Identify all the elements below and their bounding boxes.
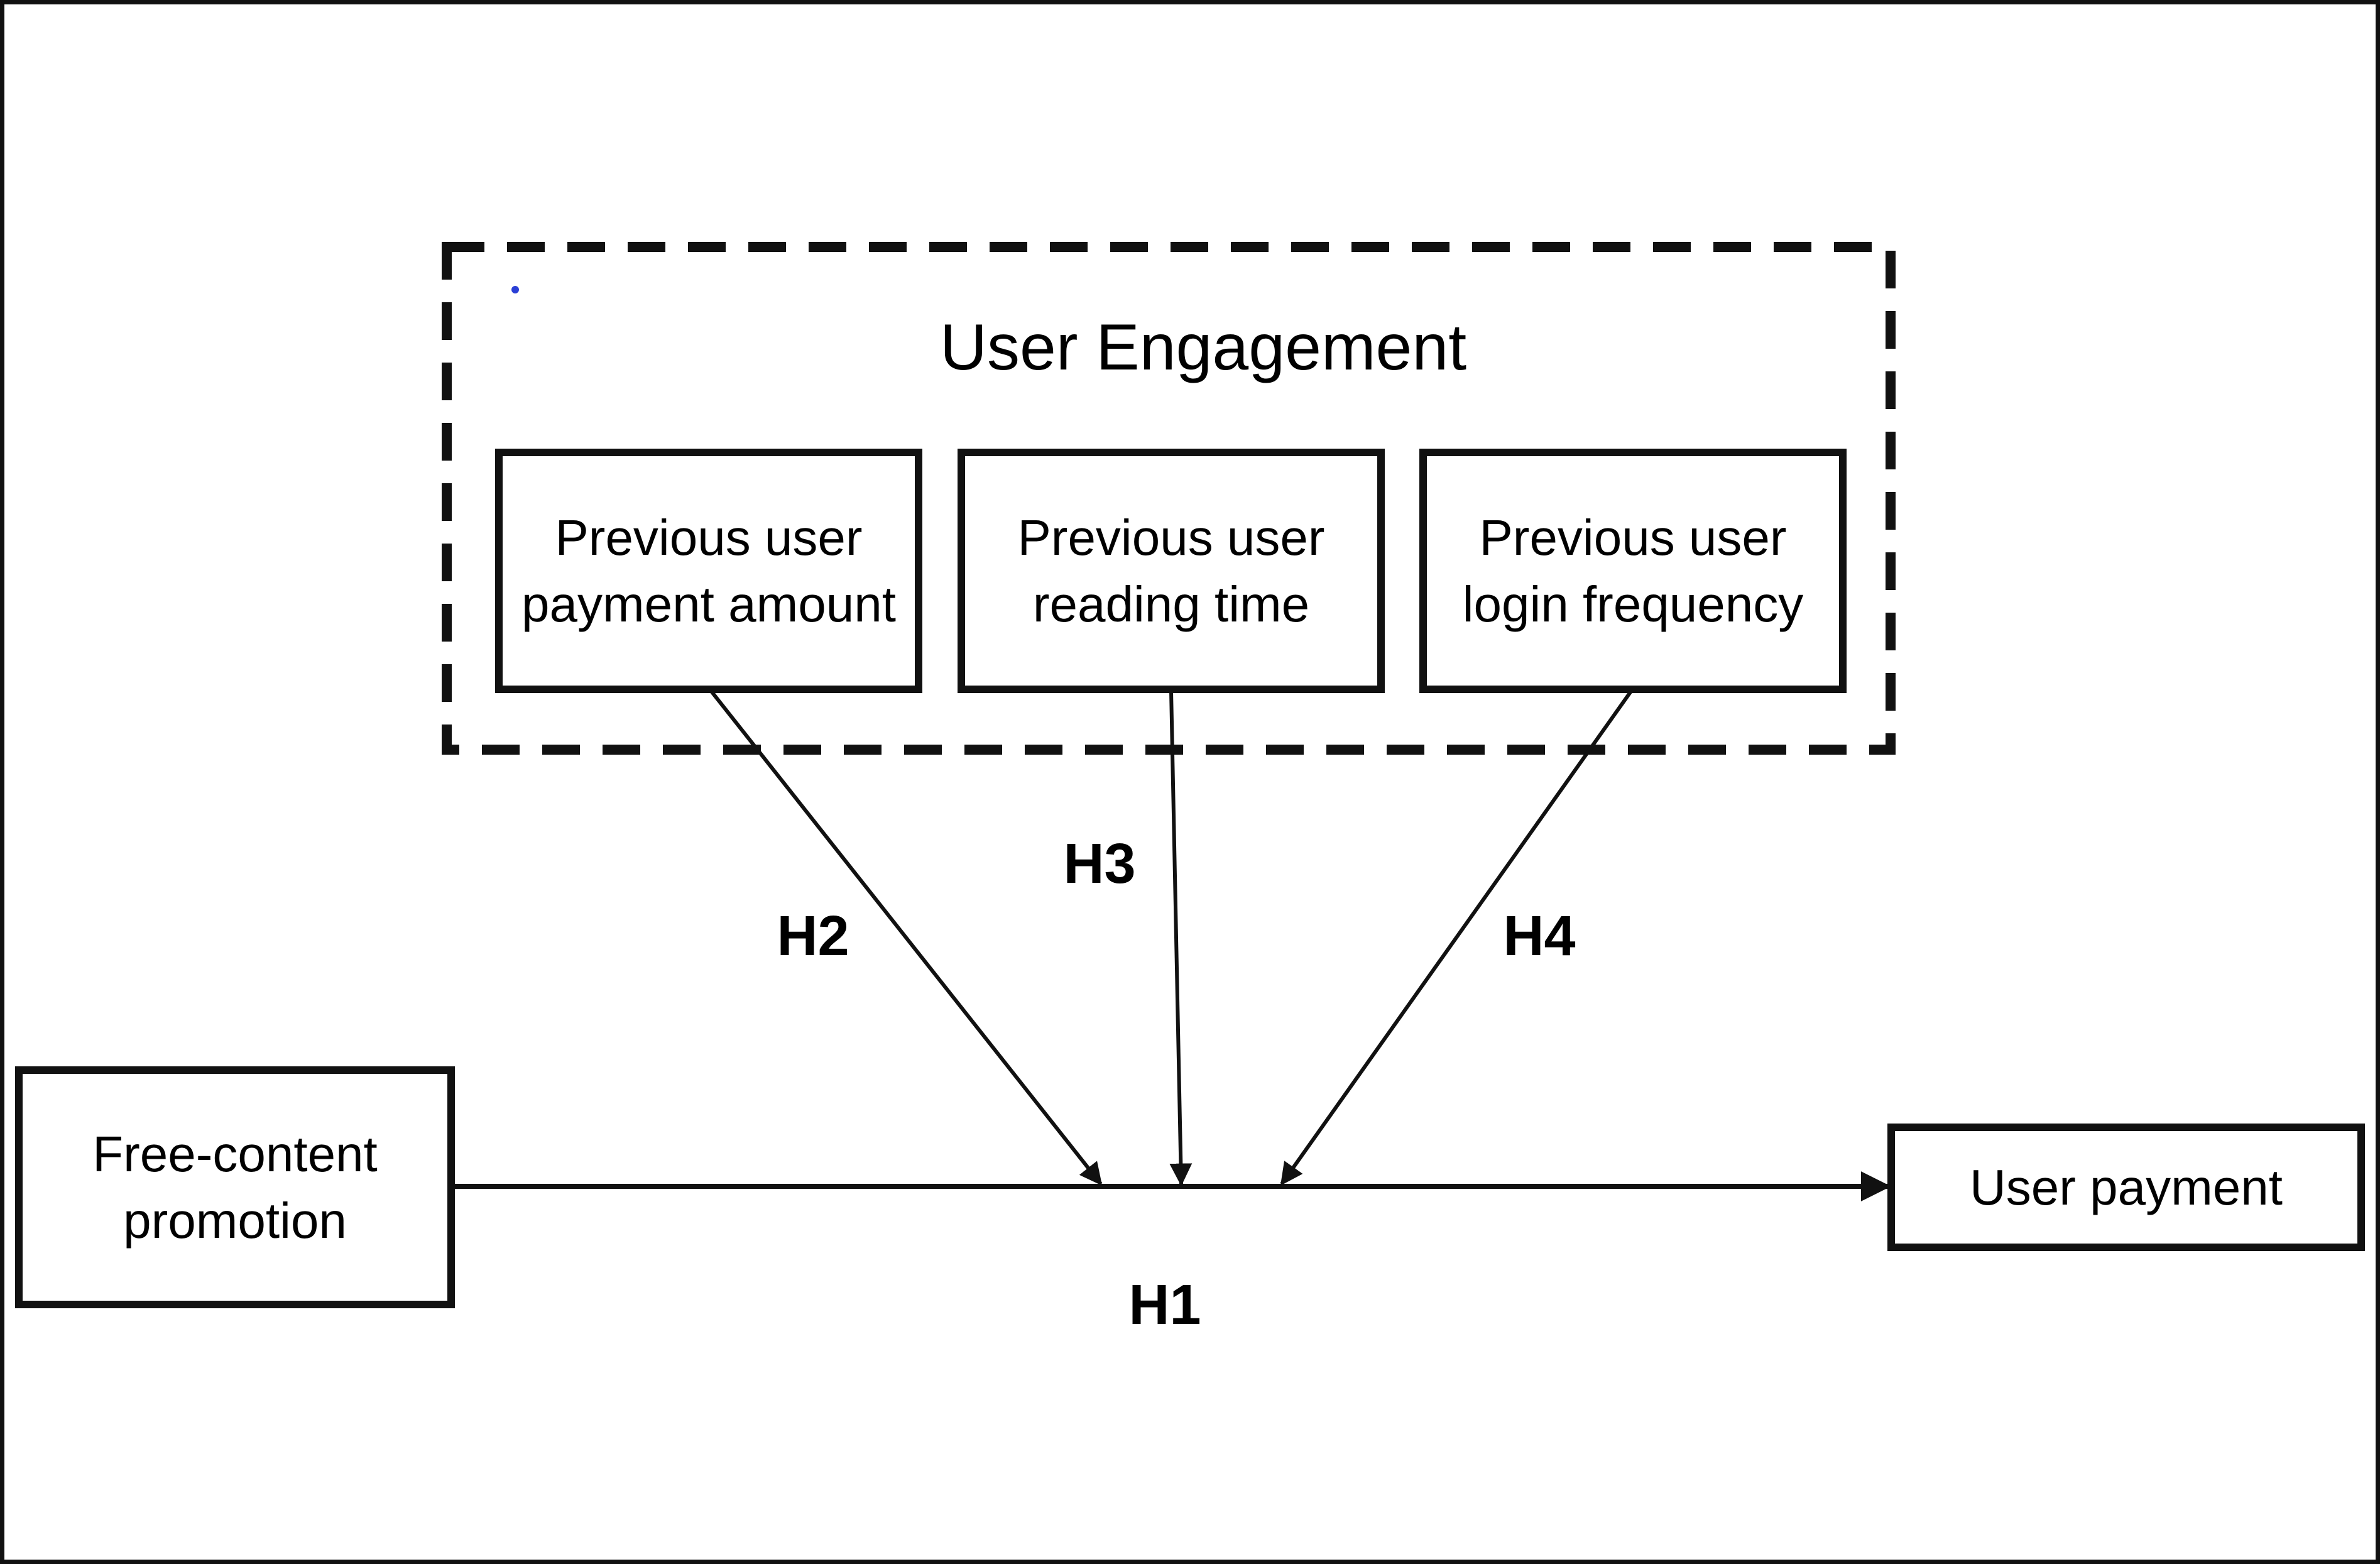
user-engagement-group-border bbox=[442, 242, 1896, 755]
node-free-content-promotion-label: Free-content promotion bbox=[92, 1125, 378, 1249]
user-engagement-title: User Engagement bbox=[939, 311, 1467, 384]
edge-h4-arrow bbox=[1280, 690, 1633, 1186]
stray-dot-marker bbox=[511, 286, 519, 293]
hypothesis-label-h3: H3 bbox=[1063, 833, 1136, 895]
node-previous-reading-time-label: Previous user reading time bbox=[1017, 509, 1325, 632]
edge-h2-arrow bbox=[709, 690, 1103, 1186]
node-previous-payment-amount: Previous user payment amount bbox=[495, 449, 922, 693]
hypothesis-label-h2: H2 bbox=[777, 905, 849, 968]
node-previous-reading-time: Previous user reading time bbox=[958, 449, 1385, 693]
node-free-content-promotion: Free-content promotion bbox=[15, 1066, 455, 1308]
node-previous-login-frequency-label: Previous user login frequency bbox=[1462, 509, 1804, 632]
node-user-payment: User payment bbox=[1887, 1124, 2365, 1251]
hypothesis-label-h4: H4 bbox=[1503, 905, 1576, 968]
node-previous-payment-amount-label: Previous user payment amount bbox=[521, 509, 896, 632]
node-user-payment-label: User payment bbox=[1970, 1159, 2283, 1215]
edge-h3-arrow bbox=[1169, 691, 1193, 1186]
hypothesis-label-h1: H1 bbox=[1128, 1274, 1201, 1337]
node-previous-login-frequency: Previous user login frequency bbox=[1419, 449, 1847, 693]
